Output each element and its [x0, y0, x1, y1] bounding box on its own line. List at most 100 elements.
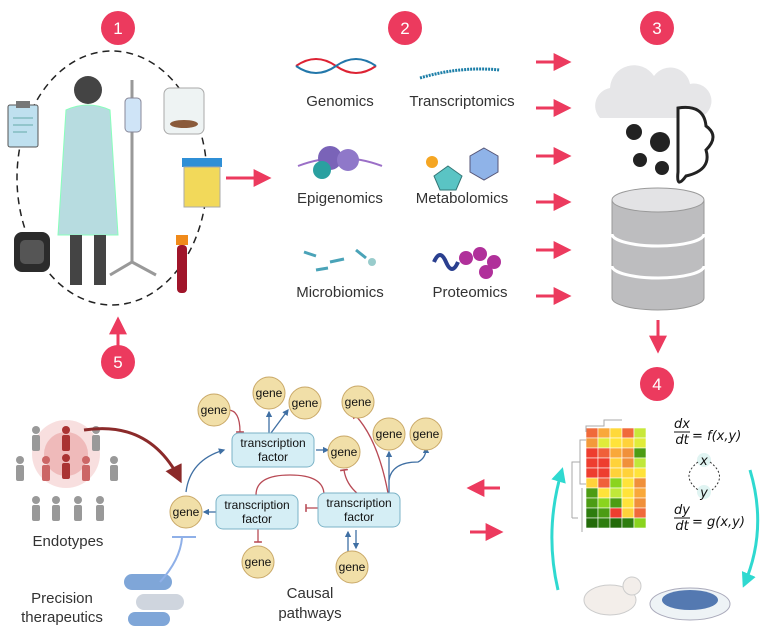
- flow-arrows: [109, 53, 667, 541]
- heatmap-cell: [609, 487, 623, 499]
- svg-text:4: 4: [652, 375, 661, 394]
- heatmap-cell: [585, 477, 599, 489]
- svg-text:gene: gene: [245, 555, 272, 569]
- data-integration-panel: [595, 65, 715, 311]
- gene-node: gene: [335, 550, 369, 584]
- svg-text:factor: factor: [344, 510, 374, 524]
- svg-text:= g(x,y): = g(x,y): [692, 515, 745, 530]
- svg-text:transcription: transcription: [326, 496, 391, 510]
- clipboard-icon: [7, 101, 39, 148]
- heatmap-cell: [597, 437, 611, 449]
- cycle-arrow-left: [550, 467, 566, 591]
- heatmap-cell: [621, 457, 635, 469]
- label-transcriptomics: Transcriptomics: [409, 93, 514, 110]
- blood-tube-icon: [176, 235, 188, 293]
- heatmap-cell: [633, 517, 647, 529]
- heatmap-cell: [585, 497, 599, 509]
- svg-text:gene: gene: [413, 427, 440, 441]
- svg-text:1: 1: [113, 19, 122, 38]
- heatmap-cell: [585, 467, 599, 479]
- cloud-icon: [595, 65, 712, 118]
- heatmap-cell: [597, 517, 611, 529]
- heatmap-cell: [621, 477, 635, 489]
- heatmap-cell: [621, 447, 635, 459]
- heatmap-cell: [609, 447, 623, 459]
- microbes-icon: [303, 248, 376, 272]
- metabolite-icon: [426, 147, 499, 191]
- person-icon: [32, 426, 40, 451]
- label-endotypes: Endotypes: [33, 533, 104, 550]
- gene-node: gene: [372, 417, 406, 451]
- heatmap-cell: [585, 487, 599, 499]
- person-icon: [62, 454, 70, 479]
- svg-text:gene: gene: [376, 427, 403, 441]
- svg-text:gene: gene: [339, 560, 366, 574]
- heatmap-cell: [633, 477, 647, 489]
- gene-node: gene: [327, 435, 361, 469]
- svg-text:transcription: transcription: [240, 436, 305, 450]
- heatmap-cell: [597, 477, 611, 489]
- heatmap-cell: [633, 437, 647, 449]
- pills-icon: [124, 574, 184, 626]
- svg-text:gene: gene: [292, 396, 319, 410]
- patient-panel: [7, 50, 222, 306]
- heatmap-cell: [633, 457, 647, 469]
- heatmap-cell: [597, 497, 611, 509]
- heatmap-cell: [597, 457, 611, 469]
- label-microbiomics: Microbiomics: [296, 284, 384, 301]
- svg-text:dt: dt: [675, 433, 689, 448]
- step-badge-3: 3: [640, 11, 674, 45]
- petri-dish-icon: [649, 587, 731, 621]
- svg-text:gene: gene: [331, 445, 358, 459]
- person-icon: [96, 496, 104, 521]
- heatmap-cell: [609, 437, 623, 449]
- heatmap-cell: [621, 487, 635, 499]
- gene-node: gene: [252, 376, 286, 410]
- svg-text:5: 5: [113, 353, 122, 372]
- person-icon: [74, 496, 82, 521]
- gene-node: gene: [288, 386, 322, 420]
- heatmap-cell: [633, 487, 647, 499]
- svg-text:factor: factor: [258, 450, 288, 464]
- gene-node: gene: [241, 545, 275, 579]
- svg-text:= f(x,y): = f(x,y): [692, 429, 741, 444]
- svg-text:dy: dy: [674, 503, 690, 518]
- ai-brain-icon: [626, 105, 715, 184]
- step-badge-4: 4: [640, 367, 674, 401]
- step-badges: 1 2 3 4 5: [101, 11, 674, 401]
- heatmap-cell: [609, 517, 623, 529]
- rna-icon: [419, 67, 501, 80]
- heatmap-cell: [633, 497, 647, 509]
- smartwatch-icon: [14, 232, 50, 272]
- heatmap-cell: [633, 467, 647, 479]
- heatmap-cell: [621, 507, 635, 519]
- gene-node: gene: [169, 495, 203, 529]
- heatmap-cell: [585, 447, 599, 459]
- heatmap: [585, 427, 647, 529]
- heatmap-cell: [609, 507, 623, 519]
- database-icon: [610, 187, 706, 311]
- arrow-endotype-to-gene: [83, 427, 182, 484]
- svg-text:gene: gene: [201, 403, 228, 417]
- heatmap-cell: [597, 467, 611, 479]
- mouse-icon: [583, 576, 642, 616]
- heatmap-cell: [621, 437, 635, 449]
- xy-feedback-loop: x y: [688, 453, 720, 501]
- step-badge-5: 5: [101, 345, 135, 379]
- svg-text:gene: gene: [173, 505, 200, 519]
- heatmap-cell: [597, 447, 611, 459]
- endotypes-panel: Endotypes Precision therapeutics: [16, 420, 184, 626]
- gene-node: gene: [341, 385, 375, 419]
- svg-text:2: 2: [400, 19, 409, 38]
- heatmap-cell: [609, 427, 623, 439]
- person-icon: [32, 496, 40, 521]
- heatmap-cell: [633, 507, 647, 519]
- svg-text:transcription: transcription: [224, 498, 289, 512]
- label-precision: Precision: [31, 590, 93, 607]
- protein-icon: [432, 247, 501, 279]
- urine-sample-cup-icon: [182, 158, 222, 208]
